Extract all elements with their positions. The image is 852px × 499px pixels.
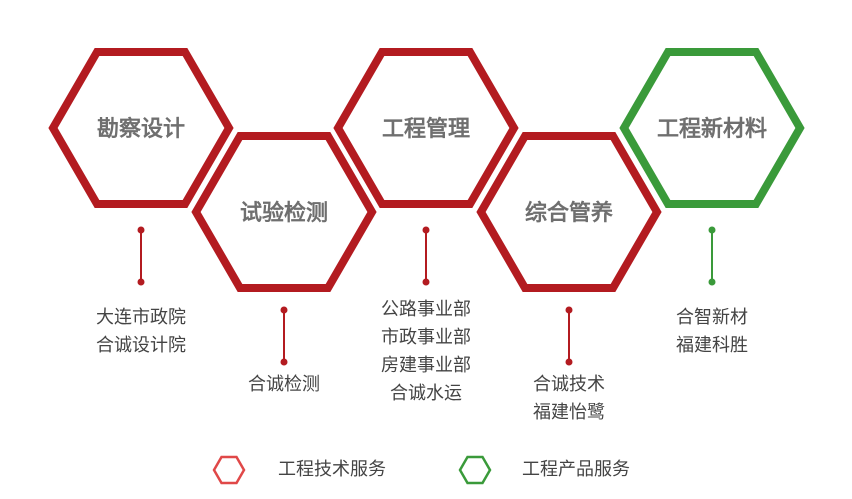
node-item: 合诚水运 xyxy=(390,383,462,404)
hexagon-shape xyxy=(333,48,519,208)
node-item: 合诚检测 xyxy=(248,374,320,395)
node-title: 试验检测 xyxy=(240,200,328,226)
node-item: 房建事业部 xyxy=(381,355,471,376)
node-item: 合诚技术 xyxy=(533,374,605,395)
node-item: 福建怡鹭 xyxy=(533,402,605,423)
hexagon-shape xyxy=(48,48,234,208)
node-item: 福建科胜 xyxy=(676,335,748,356)
connector xyxy=(137,226,145,286)
legend-hexagon-icon xyxy=(212,455,246,485)
connector xyxy=(708,226,716,286)
legend-label: 工程产品服务 xyxy=(522,459,630,480)
node-title: 勘察设计 xyxy=(97,116,185,142)
connector xyxy=(422,226,430,286)
legend-hexagon-icon xyxy=(458,455,492,485)
legend-item-product: 工程产品服务 xyxy=(458,455,630,485)
hexagon-shape xyxy=(619,48,805,208)
node-item: 大连市政院 xyxy=(96,307,186,328)
legend-item-technical: 工程技术服务 xyxy=(212,455,386,485)
hexagon-shape xyxy=(191,132,377,292)
node-item: 合诚设计院 xyxy=(96,335,186,356)
connector xyxy=(280,306,288,366)
connector xyxy=(565,306,573,366)
legend-label: 工程技术服务 xyxy=(278,459,386,480)
node-item: 市政事业部 xyxy=(381,327,471,348)
node-item: 公路事业部 xyxy=(381,299,471,320)
node-item: 合智新材 xyxy=(676,307,748,328)
node-title: 工程管理 xyxy=(382,116,470,142)
hexagon-shape xyxy=(476,132,662,292)
node-title: 综合管养 xyxy=(525,200,613,226)
node-title: 工程新材料 xyxy=(657,116,767,142)
